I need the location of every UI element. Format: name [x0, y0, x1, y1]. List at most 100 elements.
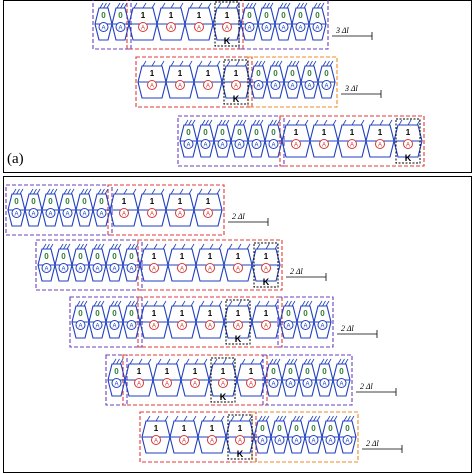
cell-hair: [286, 358, 291, 365]
cell-glyph: A: [48, 212, 52, 218]
cell-hair: [249, 2, 253, 9]
cell-hair: [246, 243, 251, 250]
cell-glyph: A: [150, 212, 154, 218]
cell-node: [149, 320, 159, 330]
cell-glyph: A: [264, 267, 268, 273]
cell-hair: [343, 415, 348, 422]
cell-state-digit: 0: [315, 11, 320, 20]
cell-hair: [259, 119, 264, 126]
cell-node: [283, 320, 294, 330]
cell-node: [177, 263, 187, 273]
cell-node: [205, 320, 215, 330]
cell-state-digit: 0: [101, 11, 106, 20]
cell-hair: [398, 119, 403, 126]
cell-state-digit: 1: [236, 252, 241, 261]
cell-hair: [194, 358, 199, 365]
cell-state-digit: 1: [236, 309, 241, 318]
cell-hair: [296, 2, 301, 9]
cell-glyph: A: [180, 267, 184, 273]
cell-state-digit: 0: [112, 252, 117, 261]
cell-glyph: A: [264, 324, 268, 330]
cell-hair: [106, 2, 111, 9]
cell-node: [115, 22, 126, 32]
cell-hair: [305, 60, 310, 67]
cell-state-digit: 1: [294, 128, 299, 137]
cell-glyph: A: [141, 26, 145, 32]
cell-hair: [235, 60, 240, 67]
shift-label: 2 Δl: [341, 324, 355, 333]
cell-node: [222, 22, 232, 32]
cell-state-digit: 0: [303, 309, 308, 318]
cell-hair: [208, 119, 213, 126]
cell-glyph: A: [206, 212, 210, 218]
cell-glyph: A: [112, 267, 116, 273]
cell-state-digit: 1: [406, 128, 411, 137]
cell-hair: [133, 2, 138, 9]
cell-hair: [151, 2, 156, 9]
panel-a-label: (a): [7, 151, 24, 167]
cell-node: [75, 320, 86, 330]
cell-hair: [151, 188, 156, 195]
cell-node: [312, 22, 323, 32]
cell-hair: [160, 60, 165, 67]
cell-node: [302, 378, 313, 388]
cell-hair: [337, 358, 342, 365]
cell-node: [235, 435, 245, 445]
cell-hair: [123, 188, 128, 195]
cell-node: [217, 139, 228, 149]
cell-hair: [66, 243, 71, 250]
cell-state-digit: 0: [78, 309, 83, 318]
cell-node: [234, 139, 245, 149]
cell-hair: [326, 415, 331, 422]
cell-hair: [16, 188, 20, 195]
cell-hair: [344, 358, 349, 365]
cell-node: [92, 263, 103, 273]
cell-node: [291, 139, 301, 149]
cell-glyph: A: [14, 212, 18, 218]
cell-hair: [290, 358, 294, 365]
cell-glyph: A: [129, 324, 133, 330]
cell-hair: [320, 2, 325, 9]
cell-node: [166, 22, 176, 32]
cell-hair: [341, 358, 345, 365]
cell-glyph: A: [150, 84, 154, 90]
cell-state-digit: 1: [238, 424, 243, 433]
cell-glyph: A: [65, 212, 69, 218]
cell-hair: [198, 2, 203, 9]
cell-glyph: A: [303, 324, 307, 330]
cell-hair: [304, 119, 309, 126]
cell-hair: [179, 188, 184, 195]
cell-hair: [138, 358, 143, 365]
cell-node: [278, 22, 289, 32]
cell-hair: [198, 188, 203, 195]
cell-hair: [97, 188, 102, 195]
cell-hair: [327, 358, 332, 365]
cell-glyph: A: [225, 26, 229, 32]
cell-hair: [70, 188, 75, 195]
cell-hair: [157, 358, 162, 365]
cell-state-digit: 0: [203, 128, 208, 137]
cell-hair: [188, 188, 193, 195]
cell-hair: [265, 415, 270, 422]
cell-state-digit: 0: [290, 69, 295, 78]
cell-hair: [262, 415, 266, 422]
cell-hair: [407, 119, 412, 126]
cell-hair: [235, 119, 240, 126]
cell-hair: [239, 415, 244, 422]
cell-hair: [242, 119, 247, 126]
cell-node: [304, 80, 315, 90]
shift-label: 3 Δl: [335, 26, 350, 35]
cell-hair: [228, 300, 233, 307]
cell-hair: [83, 243, 88, 250]
cell-hair: [326, 60, 330, 67]
cell-glyph: A: [322, 143, 326, 149]
cell-hair: [46, 243, 50, 250]
cell-outline: [317, 65, 336, 99]
kink-label: K: [263, 277, 270, 287]
cell-hair: [388, 119, 393, 126]
cell-hair: [237, 300, 242, 307]
cell-hair: [275, 415, 280, 422]
cell-outline: [193, 193, 223, 227]
cell-hair: [293, 358, 298, 365]
cell-node: [75, 263, 86, 273]
